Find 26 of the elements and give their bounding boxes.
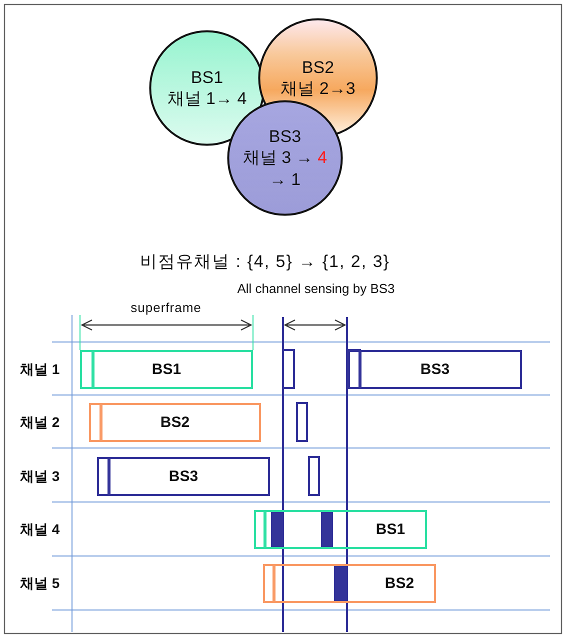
station-label: BS3 — [268, 126, 302, 148]
frame-label: BS3 — [420, 361, 450, 378]
station-label: BS1 — [190, 66, 224, 88]
superframe-box — [80, 350, 253, 389]
annotation-label: All channel sensing by BS3 — [236, 280, 396, 298]
channel-label: 채널 5 — [20, 575, 60, 593]
frame-label: BS3 — [168, 468, 198, 485]
unoccupied-channel-note: 비점유채널 : {4, 5} → {1, 2, 3} — [140, 251, 390, 273]
station-label: BS2 — [302, 56, 334, 78]
frame-label: BS1 — [152, 361, 182, 378]
frame-label: BS2 — [384, 575, 414, 592]
channel-label: 채널 4 — [20, 521, 60, 539]
frame-label: BS2 — [160, 414, 190, 431]
channel-change-text: 채널 1→ 4 — [167, 88, 247, 110]
channel-change-text: 채널 2→3 — [280, 78, 356, 100]
frame-label: BS1 — [376, 521, 406, 538]
channel-label: 채널 2 — [20, 414, 60, 432]
annotation-label: superframe — [130, 300, 202, 315]
superframe-box — [263, 564, 436, 603]
superframe-box — [97, 457, 270, 496]
superframe-box — [89, 403, 261, 442]
channel-change-text: 채널 3 → 4 → 1 — [242, 147, 328, 190]
superframe-box — [254, 510, 427, 549]
superframe-box — [348, 350, 522, 389]
channel-label: 채널 3 — [20, 468, 60, 486]
channel-label: 채널 1 — [20, 361, 60, 379]
